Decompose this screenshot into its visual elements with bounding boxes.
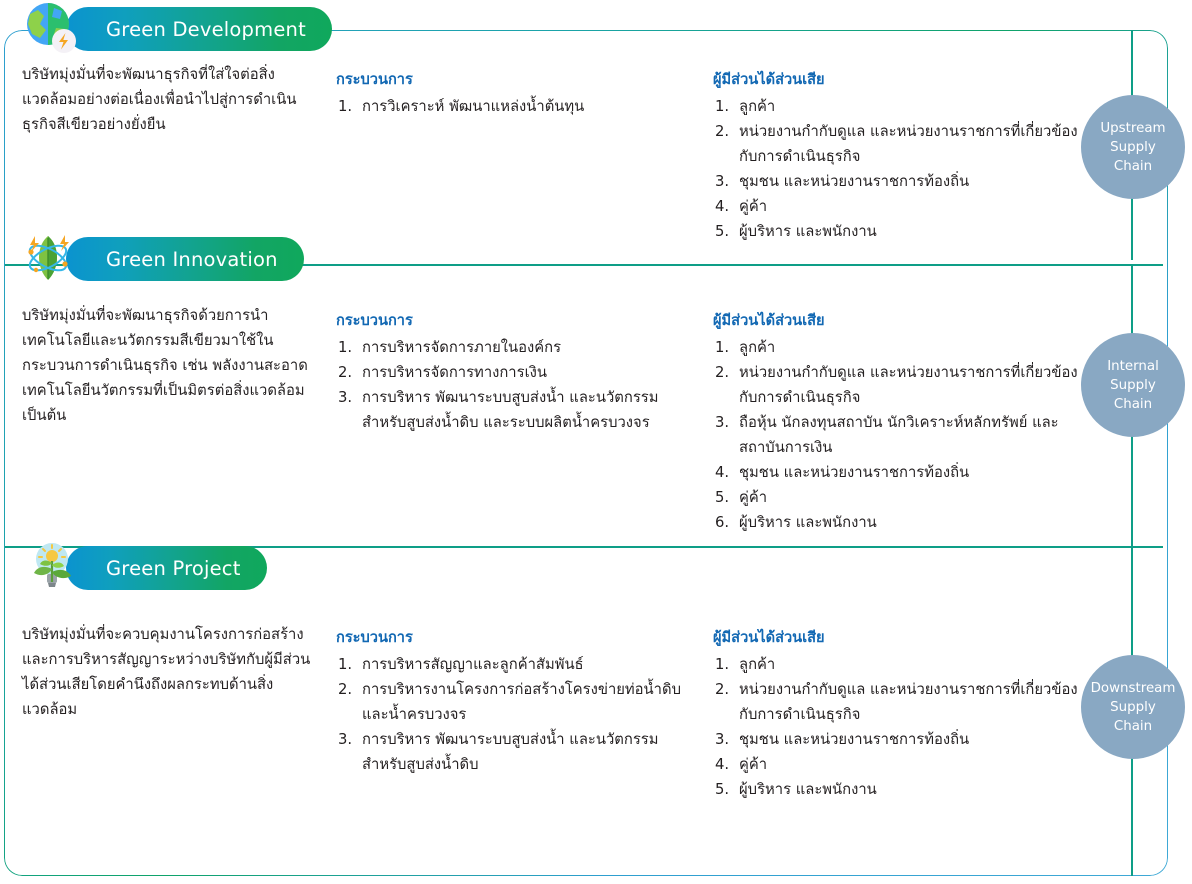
circle-line: Supply xyxy=(1110,699,1156,715)
process-list-green-development: การวิเคราะห์ พัฒนาแหล่งน้ำต้นทุน xyxy=(336,94,696,119)
section-green-project: Green Project บริษัทมุ่งมั่นที่จะควบคุมง… xyxy=(0,534,1192,874)
circle-line: Supply xyxy=(1110,377,1156,393)
section-green-development: Green Development บริษัทมุ่งมั่นที่จะพัฒ… xyxy=(0,0,1192,264)
description-green-project: บริษัทมุ่งมั่นที่จะควบคุมงานโครงการก่อสร… xyxy=(22,626,311,718)
process-column-green-development: กระบวนการ การวิเคราะห์ พัฒนาแหล่งน้ำต้นท… xyxy=(336,68,696,119)
description-green-development: บริษัทมุ่งมั่นที่จะพัฒนาธุรกิจที่ใส่ใจต่… xyxy=(22,66,297,133)
list-item: ลูกค้า xyxy=(715,94,776,119)
list-item: การบริหาร พัฒนาระบบสูบส่งน้ำ และนวัตกรรม… xyxy=(338,727,659,773)
stakeholder-column-green-innovation: ผู้มีส่วนได้ส่วนเสีย ลูกค้า หน่วยงานกำกั… xyxy=(713,309,1091,535)
circle-line: Supply xyxy=(1110,139,1156,155)
stakeholder-list-green-innovation: ลูกค้า หน่วยงานกำกับดูแล และหน่วยงานราชก… xyxy=(713,335,1091,535)
section-green-innovation: Green Innovation บริษัทมุ่งมั่นที่จะพัฒน… xyxy=(0,228,1192,546)
globe-lightning-icon xyxy=(22,0,80,58)
stakeholder-title-green-innovation: ผู้มีส่วนได้ส่วนเสีย xyxy=(713,312,825,329)
stakeholder-column-green-development: ผู้มีส่วนได้ส่วนเสีย ลูกค้า หน่วยงานกำกั… xyxy=(713,68,1091,244)
list-item: การบริหารงานโครงการก่อสร้างโครงข่ายท่อน้… xyxy=(338,677,681,723)
list-item: ชุมชน และหน่วยงานราชการท้องถิ่น xyxy=(715,460,970,485)
list-item: ลูกค้า xyxy=(715,652,776,677)
list-item: ลูกค้า xyxy=(715,335,776,360)
supply-chain-circle-downstream: Downstream Supply Chain xyxy=(1081,655,1185,759)
section-title-green-innovation: Green Innovation xyxy=(66,237,304,281)
process-title-green-development: กระบวนการ xyxy=(336,71,413,88)
leaf-atom-icon xyxy=(22,230,80,288)
stakeholder-list-green-development: ลูกค้า หน่วยงานกำกับดูแล และหน่วยงานราชก… xyxy=(713,94,1091,244)
list-item: หน่วยงานกำกับดูแล และหน่วยงานราชการที่เก… xyxy=(715,360,1078,406)
section-header-green-project[interactable]: Green Project xyxy=(22,541,267,595)
process-column-green-innovation: กระบวนการ การบริหารจัดการภายในองค์กร การ… xyxy=(336,309,696,435)
process-list-green-innovation: การบริหารจัดการภายในองค์กร การบริหารจัดก… xyxy=(336,335,696,435)
supply-chain-circle-internal: Internal Supply Chain xyxy=(1081,333,1185,437)
stakeholder-title-green-project: ผู้มีส่วนได้ส่วนเสีย xyxy=(713,629,825,646)
list-item: การบริหารจัดการภายในองค์กร xyxy=(338,335,562,360)
section-title-green-project: Green Project xyxy=(66,546,267,590)
stakeholder-column-green-project: ผู้มีส่วนได้ส่วนเสีย ลูกค้า หน่วยงานกำกั… xyxy=(713,626,1091,802)
process-list-green-project: การบริหารสัญญาและลูกค้าสัมพันธ์ การบริหา… xyxy=(336,652,696,777)
section-header-green-innovation[interactable]: Green Innovation xyxy=(22,232,304,286)
list-item: ผู้บริหาร และพนักงาน xyxy=(715,510,877,535)
process-title-green-project: กระบวนการ xyxy=(336,629,413,646)
list-item: การบริหาร พัฒนาระบบสูบส่งน้ำ และนวัตกรรม… xyxy=(338,385,659,431)
list-item: คู่ค้า xyxy=(715,752,768,777)
description-green-innovation: บริษัทมุ่งมั่นที่จะพัฒนาธุรกิจด้วยการนำเ… xyxy=(22,307,308,424)
list-item: ถือหุ้น นักลงทุนสถาบัน นักวิเคราะห์หลักท… xyxy=(715,410,1059,456)
section-divider-1 xyxy=(5,264,1163,266)
list-item: การวิเคราะห์ พัฒนาแหล่งน้ำต้นทุน xyxy=(338,94,585,119)
list-item: การบริหารสัญญาและลูกค้าสัมพันธ์ xyxy=(338,652,584,677)
circle-line: Chain xyxy=(1113,396,1153,412)
section-divider-2 xyxy=(5,546,1163,548)
circle-line: Chain xyxy=(1113,158,1153,174)
list-item: ชุมชน และหน่วยงานราชการท้องถิ่น xyxy=(715,169,970,194)
section-header-green-development[interactable]: Green Development xyxy=(22,2,332,56)
list-item: การบริหารจัดการทางการเงิน xyxy=(338,360,547,385)
list-item: ผู้บริหาร และพนักงาน xyxy=(715,777,877,802)
process-column-green-project: กระบวนการ การบริหารสัญญาและลูกค้าสัมพันธ… xyxy=(336,626,696,777)
circle-line: Internal xyxy=(1107,358,1159,374)
list-item: หน่วยงานกำกับดูแล และหน่วยงานราชการที่เก… xyxy=(715,119,1078,165)
list-item: ผู้บริหาร และพนักงาน xyxy=(715,219,877,244)
circle-line: Upstream xyxy=(1100,120,1166,136)
stakeholder-title-green-development: ผู้มีส่วนได้ส่วนเสีย xyxy=(713,71,825,88)
list-item: คู่ค้า xyxy=(715,485,768,510)
circle-line: Downstream xyxy=(1090,680,1176,696)
lightbulb-plant-icon xyxy=(22,539,80,597)
process-title-green-innovation: กระบวนการ xyxy=(336,312,413,329)
supply-chain-circle-upstream: Upstream Supply Chain xyxy=(1081,95,1185,199)
list-item: ชุมชน และหน่วยงานราชการท้องถิ่น xyxy=(715,727,970,752)
list-item: หน่วยงานกำกับดูแล และหน่วยงานราชการที่เก… xyxy=(715,677,1078,723)
list-item: คู่ค้า xyxy=(715,194,768,219)
circle-line: Chain xyxy=(1113,718,1153,734)
section-title-green-development: Green Development xyxy=(66,7,332,51)
stakeholder-list-green-project: ลูกค้า หน่วยงานกำกับดูแล และหน่วยงานราชก… xyxy=(713,652,1091,802)
